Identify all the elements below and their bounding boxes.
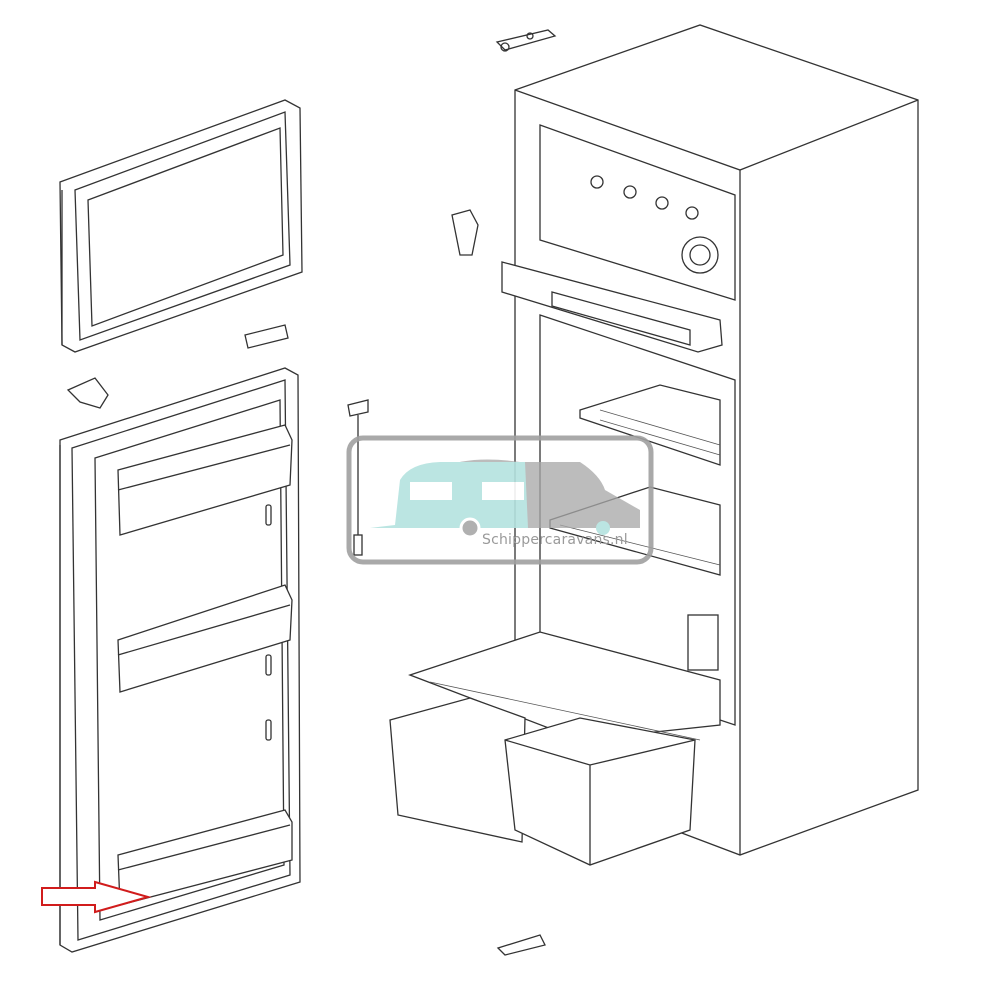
freezer-door [59, 99, 303, 353]
watermark-text: Schippercaravans.nl [482, 532, 628, 548]
fridge-door [59, 367, 301, 953]
watermark-logo [346, 435, 654, 565]
glass-shelves [408, 384, 721, 741]
door-stop [66, 377, 109, 409]
top-hinge [495, 29, 557, 52]
door-bracket [244, 324, 289, 349]
crisper-drawers [389, 697, 696, 866]
arrow-right-icon [41, 880, 152, 914]
thermostat-sensor [347, 399, 369, 556]
bottom-hinge [496, 934, 546, 956]
latch [451, 209, 479, 256]
